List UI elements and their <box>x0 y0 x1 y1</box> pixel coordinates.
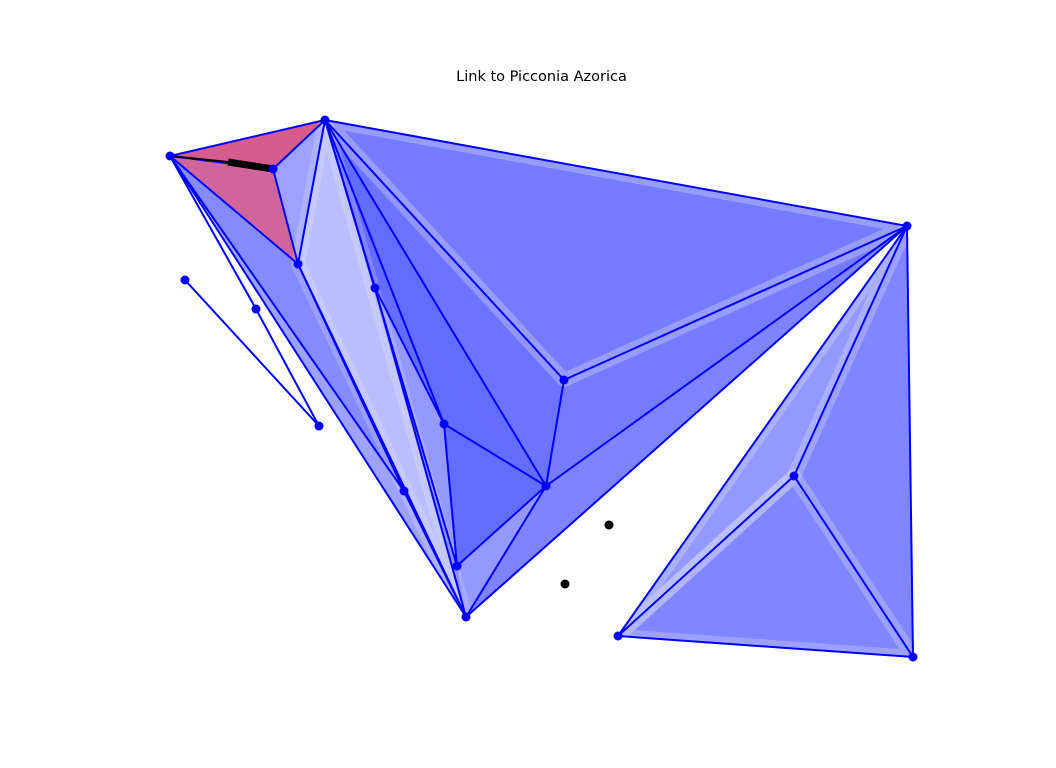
network-edge <box>324 119 458 567</box>
network-edge <box>272 119 326 170</box>
network-node <box>251 304 261 314</box>
triangle-face <box>325 120 907 380</box>
network-node <box>439 419 449 429</box>
network-edge <box>255 308 320 427</box>
network-edge <box>403 490 467 618</box>
network-edge <box>169 155 299 265</box>
triangle-face <box>444 424 546 566</box>
network-edge <box>324 119 565 381</box>
network-node <box>461 612 471 622</box>
network-node <box>180 275 190 285</box>
network-edge <box>465 485 547 618</box>
network-edges <box>169 119 914 658</box>
network-node <box>452 561 462 571</box>
highlight-edge-thick <box>227 158 274 173</box>
network-edge <box>324 119 445 425</box>
network-node <box>541 481 551 491</box>
network-edge <box>617 475 795 637</box>
network-edge <box>169 155 405 492</box>
network-edge <box>906 225 914 658</box>
network-edge <box>793 225 908 477</box>
network-node <box>399 486 409 496</box>
network-edge <box>456 485 547 567</box>
triangle-face <box>375 288 546 486</box>
network-node <box>908 652 918 662</box>
network-edge <box>272 168 299 265</box>
network-edge <box>374 287 445 425</box>
network-edge <box>169 119 326 157</box>
isolated-points <box>560 520 614 589</box>
network-edge <box>443 423 458 567</box>
triangle-face <box>325 120 564 486</box>
triangle-face <box>298 120 466 617</box>
network-edge <box>617 635 914 658</box>
network-edge <box>169 155 257 310</box>
highlight-path <box>169 155 274 173</box>
network-edge <box>184 279 320 427</box>
network-edge <box>545 379 565 487</box>
network-edge <box>545 225 908 487</box>
network-edge <box>465 225 908 618</box>
isolated-point <box>604 520 614 530</box>
network-node <box>314 421 324 431</box>
network-edge <box>443 423 547 487</box>
network-node <box>902 221 912 231</box>
isolated-point <box>560 579 570 589</box>
network-edge <box>793 475 914 658</box>
network-edge <box>617 225 908 637</box>
network-node <box>165 151 175 161</box>
network-node <box>789 471 799 481</box>
network-edge <box>169 155 467 618</box>
network-nodes <box>165 115 918 662</box>
figure-title: Link to Picconia Azorica <box>456 69 627 85</box>
highlight-edge <box>169 155 229 163</box>
network-edge <box>324 119 547 487</box>
network-edge <box>563 225 908 381</box>
network-node <box>613 631 623 641</box>
triangle-face <box>794 226 913 657</box>
triangle-face <box>170 120 325 169</box>
network-node <box>293 259 303 269</box>
network-node <box>320 115 330 125</box>
network-edge <box>324 119 908 227</box>
triangle-face <box>618 476 913 657</box>
network-edge <box>297 119 326 265</box>
network-node <box>370 283 380 293</box>
network-node <box>559 375 569 385</box>
network-node <box>268 164 278 174</box>
